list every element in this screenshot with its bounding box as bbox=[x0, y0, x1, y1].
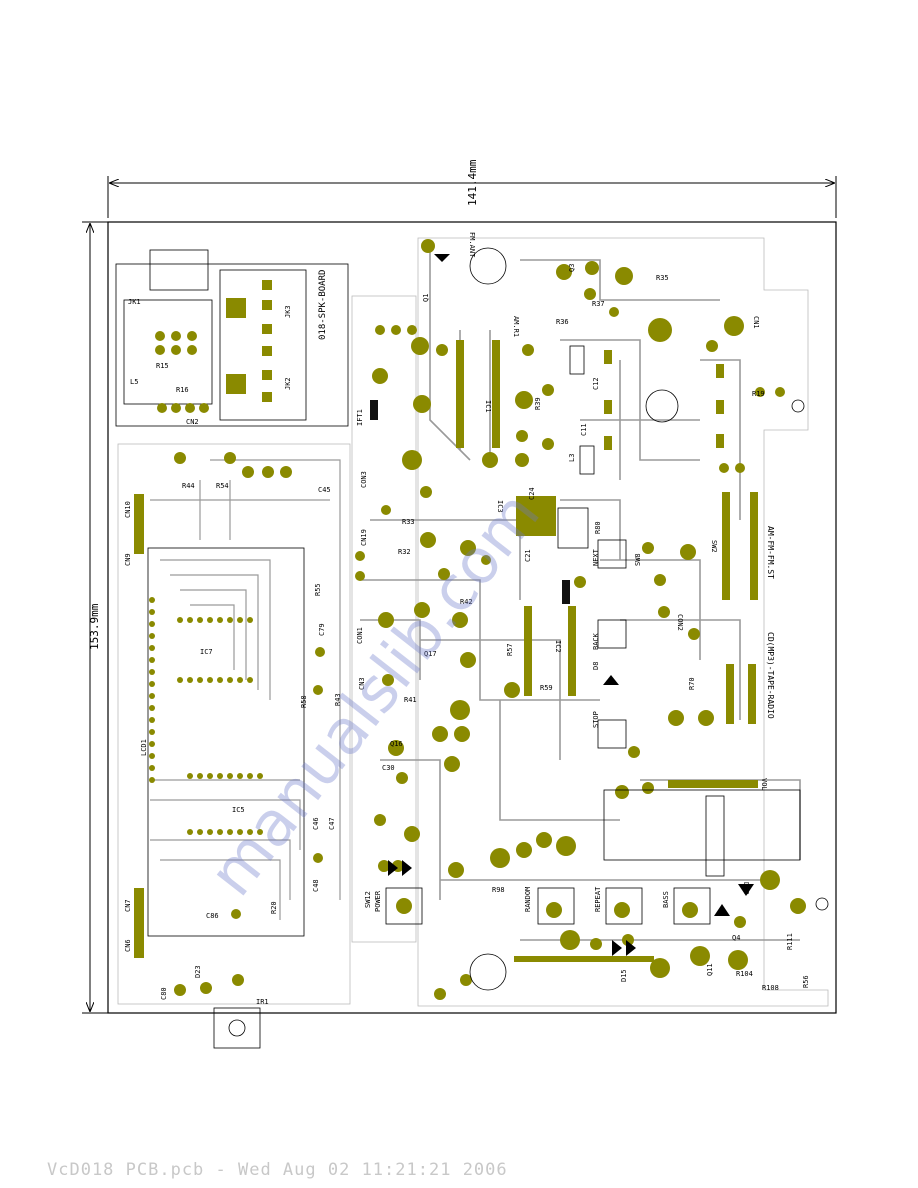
vol-label: VOL bbox=[760, 778, 768, 791]
repeat-label: REPEAT bbox=[594, 886, 602, 912]
band-switch-label: AM-FM-FM.ST bbox=[766, 526, 775, 579]
q16-label: Q16 bbox=[390, 740, 403, 748]
cn1-label: CN1 bbox=[752, 316, 760, 329]
speaker-board: 018-SPK-BOARD JK1 JK3 JK2 L5 R15 R16 CN2 bbox=[115, 249, 349, 427]
c21-label: C21 bbox=[524, 549, 532, 562]
con2-label: CON2 bbox=[676, 614, 684, 631]
r56-label: R56 bbox=[802, 975, 810, 988]
r19-label: R19 bbox=[752, 390, 765, 398]
c30-label: C30 bbox=[382, 764, 395, 772]
sw2-label: SW2 bbox=[710, 540, 718, 553]
c80-label: C80 bbox=[160, 987, 168, 1000]
height-dimension: 153.9mm bbox=[82, 221, 108, 1014]
display-board: IC7 IC5 LCD1 CN10 CN9 CN7 CN6 R44 R54 C4… bbox=[117, 443, 351, 1049]
cn10-label: CN10 bbox=[124, 501, 132, 518]
speaker-board-label: 018-SPK-BOARD bbox=[318, 270, 328, 340]
board-outline bbox=[107, 221, 837, 1014]
con1-label: CON1 bbox=[356, 627, 364, 644]
c86-label: C86 bbox=[206, 912, 219, 920]
cn6-label: CN6 bbox=[124, 939, 132, 952]
stop-label: STOP bbox=[592, 711, 600, 728]
lcd1-label: LCD1 bbox=[140, 739, 148, 756]
am-r1-label: AM.R1 bbox=[512, 316, 520, 337]
ic7-label: IC7 bbox=[200, 648, 213, 656]
width-dimension-label: 141.4mm bbox=[466, 159, 479, 206]
l5-label: L5 bbox=[130, 378, 138, 386]
fm-ant-label: FM.ANT bbox=[468, 232, 476, 258]
con3-label: CON3 bbox=[360, 471, 368, 488]
r80-label: R80 bbox=[594, 521, 602, 534]
r15-label: R15 bbox=[156, 362, 169, 370]
watermark: manualslib.com bbox=[194, 478, 553, 909]
main-board: FM.ANT AM.R1 IC1 IC2 IC3 IFT1 CON3 CN19 … bbox=[334, 232, 829, 1007]
cn9-label: CN9 bbox=[124, 553, 132, 566]
jk3-label: JK3 bbox=[284, 305, 292, 318]
r108-label: R108 bbox=[762, 984, 779, 992]
r39-label: R39 bbox=[534, 397, 542, 410]
d8-label: D8 bbox=[592, 662, 600, 670]
next-label: NEXT bbox=[592, 548, 600, 566]
c79-label: C79 bbox=[318, 623, 326, 636]
c12-label: C12 bbox=[592, 377, 600, 390]
height-dimension-label: 153.9mm bbox=[88, 603, 101, 650]
r57-label: R57 bbox=[506, 643, 514, 656]
r70-label: R70 bbox=[688, 677, 696, 690]
r55-label: R55 bbox=[314, 583, 322, 596]
d23-label: D23 bbox=[194, 965, 202, 978]
jk1-label: JK1 bbox=[128, 298, 141, 306]
q11-label: Q11 bbox=[706, 963, 714, 976]
cn3-label: CN3 bbox=[358, 677, 366, 690]
r54-label: R54 bbox=[216, 482, 229, 490]
sw12-label: SW12 bbox=[364, 891, 372, 908]
ic2-label: IC2 bbox=[554, 640, 562, 653]
r98-label: R98 bbox=[492, 886, 505, 894]
r35-label: R35 bbox=[656, 274, 669, 282]
r59-label: R59 bbox=[540, 684, 553, 692]
c46-label: C46 bbox=[312, 817, 320, 830]
ir1-label: IR1 bbox=[256, 998, 269, 1006]
q4-label: Q4 bbox=[732, 934, 740, 942]
r16-label: R16 bbox=[176, 386, 189, 394]
q1-label: Q1 bbox=[422, 294, 430, 302]
sw8-label: SW8 bbox=[634, 553, 642, 566]
r20-label: R20 bbox=[270, 901, 278, 914]
r32-label: R32 bbox=[398, 548, 411, 556]
c47-label: C47 bbox=[328, 817, 336, 830]
ifc1-label: IFT1 bbox=[356, 409, 364, 426]
r43-label: R43 bbox=[334, 693, 342, 706]
d15-label: D15 bbox=[620, 969, 628, 982]
r37-label: R37 bbox=[592, 300, 605, 308]
r42-label: R42 bbox=[460, 598, 473, 606]
jk2-label: JK2 bbox=[284, 377, 292, 390]
cn19-label: CN19 bbox=[360, 529, 368, 546]
c24-label: C24 bbox=[528, 487, 536, 500]
c45-label: C45 bbox=[318, 486, 331, 494]
r104-label: R104 bbox=[736, 970, 753, 978]
q17-label: Q17 bbox=[424, 650, 437, 658]
width-dimension: 141.4mm bbox=[107, 159, 837, 218]
q3-label: Q3 bbox=[568, 264, 576, 272]
r44-label: R44 bbox=[182, 482, 195, 490]
bass-label: BASS bbox=[662, 891, 670, 908]
r111-label: R111 bbox=[786, 933, 794, 950]
ic3-label: IC3 bbox=[496, 500, 504, 513]
function-switch-label: CD(MP3)-TAPE-RADIO bbox=[766, 632, 775, 719]
l3-label: L3 bbox=[568, 454, 576, 462]
power-label: POWER bbox=[374, 890, 382, 912]
c11-label: C11 bbox=[580, 423, 588, 436]
r41-label: R41 bbox=[404, 696, 417, 704]
random-label: RANDOM bbox=[524, 887, 532, 912]
footer-timestamp: VcD018 PCB.pcb - Wed Aug 02 11:21:21 200… bbox=[47, 1160, 508, 1180]
c48-label: C48 bbox=[312, 879, 320, 892]
r58-label: R58 bbox=[300, 695, 308, 708]
ic1-label: IC1 bbox=[484, 400, 492, 413]
cn7-label: CN7 bbox=[124, 899, 132, 912]
cn2-label: CN2 bbox=[186, 418, 199, 426]
ic5-label: IC5 bbox=[232, 806, 245, 814]
r36-label: R36 bbox=[556, 318, 569, 326]
r33-label: R33 bbox=[402, 518, 415, 526]
back-label: BACK bbox=[592, 632, 600, 650]
